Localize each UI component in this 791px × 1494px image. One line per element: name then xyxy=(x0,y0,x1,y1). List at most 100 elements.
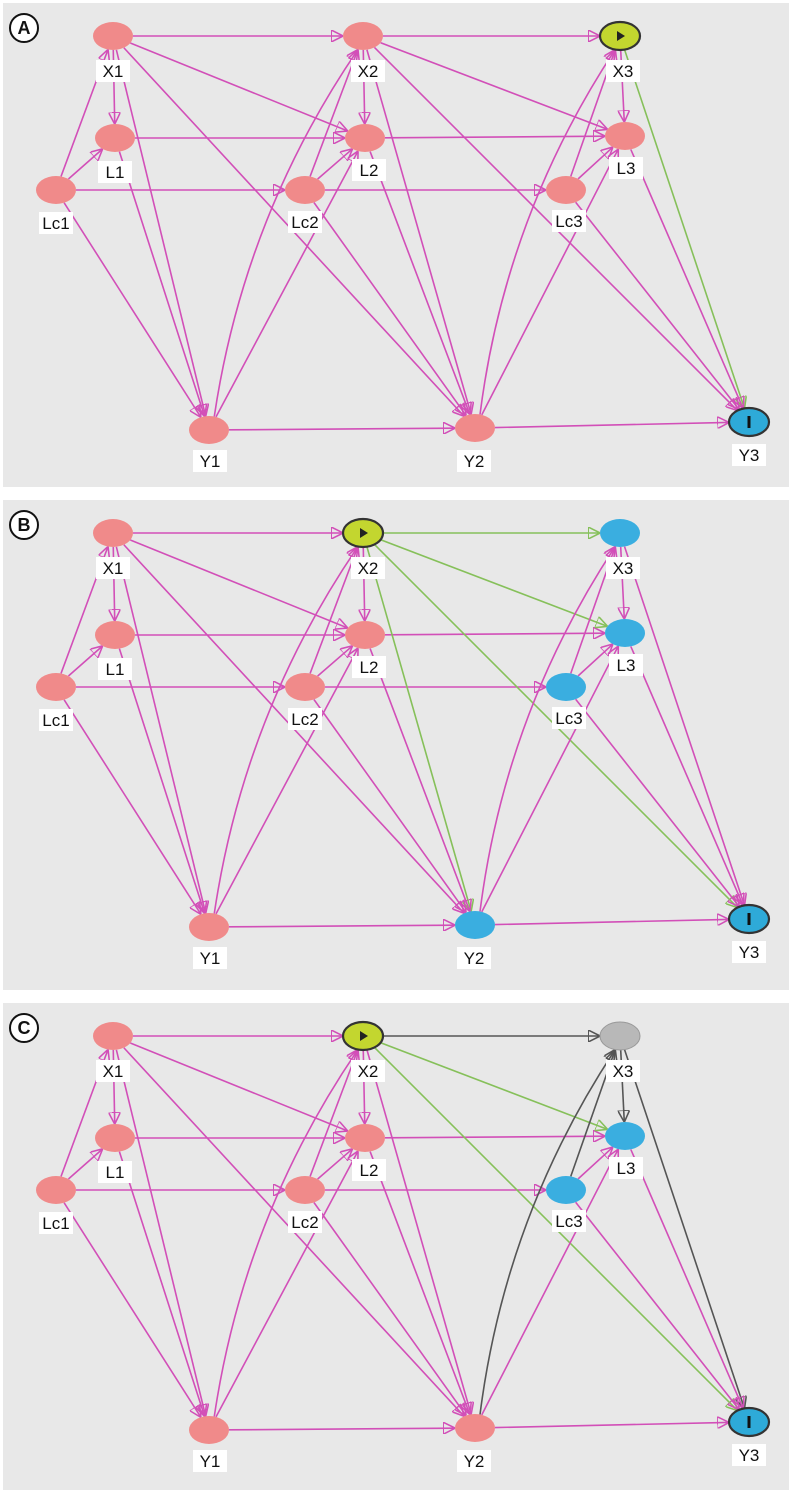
edges xyxy=(60,533,744,927)
node-label-bg xyxy=(457,947,491,969)
edge-y1-to-l2 xyxy=(215,1152,358,1418)
node-label-bg xyxy=(606,60,640,82)
node-x1: X1 xyxy=(93,519,133,579)
node-l1-shape xyxy=(95,621,135,649)
edge-l3-to-y3 xyxy=(630,149,743,407)
node-label-x1: X1 xyxy=(103,559,124,578)
node-label-bg xyxy=(96,1060,130,1082)
edge-lc1-to-y1 xyxy=(63,699,200,914)
edge-lc1-to-l1 xyxy=(67,150,101,180)
node-lc1-shape xyxy=(36,1176,76,1204)
node-y3: Y3 xyxy=(727,406,771,466)
node-label-l3: L3 xyxy=(617,656,636,675)
edge-x1-to-l2 xyxy=(130,1042,346,1131)
edge-l2-to-y2 xyxy=(369,648,469,911)
edge-l2-to-y2 xyxy=(369,151,469,414)
play-icon xyxy=(360,528,368,538)
node-x2: X2 xyxy=(341,517,385,579)
node-lc2-shape xyxy=(285,673,325,701)
bar-icon xyxy=(747,913,751,925)
edge-y2-to-y3 xyxy=(494,1422,728,1427)
edge-lc2-to-y2 xyxy=(313,699,466,912)
node-lc1-shape xyxy=(36,673,76,701)
edge-lc3-to-l3 xyxy=(577,1148,612,1180)
node-lc1: Lc1 xyxy=(36,673,76,731)
play-icon xyxy=(360,1031,368,1041)
edge-l3-to-y3 xyxy=(630,1149,743,1407)
edge-l1-to-y1 xyxy=(118,151,204,416)
node-x3-shape xyxy=(599,1021,641,1051)
node-y2-shape xyxy=(455,911,495,939)
node-label-x2: X2 xyxy=(358,62,379,81)
edge-y2-to-x3 xyxy=(479,1050,615,1415)
node-label-x2: X2 xyxy=(358,559,379,578)
node-label-bg xyxy=(552,210,586,232)
edge-x1-to-l2 xyxy=(130,42,346,131)
node-label-bg xyxy=(609,1157,643,1179)
edge-lc2-to-x2 xyxy=(309,50,357,177)
node-label-y1: Y1 xyxy=(200,452,221,471)
node-label-bg xyxy=(552,707,586,729)
node-label-bg xyxy=(193,1450,227,1472)
node-label-bg xyxy=(352,656,386,678)
node-label-bg xyxy=(552,1210,586,1232)
node-label-bg xyxy=(609,157,643,179)
edge-l2-to-y2 xyxy=(369,1151,469,1414)
panel-letter-c: C xyxy=(9,1013,39,1043)
edge-l1-to-y1 xyxy=(118,1151,204,1416)
node-label-lc3: Lc3 xyxy=(555,212,582,231)
edge-y2-to-l3 xyxy=(481,1150,618,1416)
node-label-l1: L1 xyxy=(106,163,125,182)
edge-y1-to-y2 xyxy=(228,1428,454,1430)
play-icon xyxy=(617,31,625,41)
edge-y1-to-l2 xyxy=(215,649,358,915)
node-y2: Y2 xyxy=(455,911,495,969)
node-l2-shape xyxy=(345,1124,385,1152)
node-y3: Y3 xyxy=(727,1406,771,1466)
node-y1-shape xyxy=(189,913,229,941)
edge-l1-to-y1 xyxy=(118,648,204,913)
node-l3: L3 xyxy=(605,619,645,676)
node-label-l3: L3 xyxy=(617,1159,636,1178)
edge-lc2-to-x2 xyxy=(309,1050,357,1177)
edges xyxy=(60,1036,744,1430)
node-label-bg xyxy=(288,708,322,730)
node-y2: Y2 xyxy=(455,1414,495,1472)
node-label-x3: X3 xyxy=(613,1062,634,1081)
edge-lc3-to-y3 xyxy=(575,698,739,906)
edge-y2-to-l3 xyxy=(481,647,618,913)
edge-l2-to-l3 xyxy=(384,633,604,635)
panel-letter-b: B xyxy=(9,510,39,540)
edge-lc1-to-l1 xyxy=(67,1150,101,1180)
node-lc1: Lc1 xyxy=(36,176,76,234)
edge-y1-to-y2 xyxy=(228,428,454,430)
node-label-x2: X2 xyxy=(358,1062,379,1081)
node-lc3: Lc3 xyxy=(546,673,586,729)
node-label-bg xyxy=(98,161,132,183)
node-label-bg xyxy=(351,60,385,82)
node-label-lc1: Lc1 xyxy=(42,214,69,233)
edge-lc3-to-l3 xyxy=(577,645,612,677)
node-lc3-shape xyxy=(546,673,586,701)
node-x1: X1 xyxy=(93,22,133,82)
edge-x1-to-l2 xyxy=(130,539,346,628)
node-l1: L1 xyxy=(95,621,135,680)
node-label-y3: Y3 xyxy=(739,943,760,962)
edge-x2-to-l3 xyxy=(380,538,607,626)
node-label-bg xyxy=(732,941,766,963)
node-label-y3: Y3 xyxy=(739,446,760,465)
edge-lc2-to-l2 xyxy=(317,647,352,677)
edges xyxy=(60,36,744,430)
node-l2-shape xyxy=(345,124,385,152)
edge-x2-to-l3 xyxy=(380,1041,607,1129)
edge-lc1-to-y1 xyxy=(63,1202,200,1417)
node-x2-shape xyxy=(343,22,383,50)
edge-lc1-to-y1 xyxy=(63,202,200,417)
node-label-bg xyxy=(288,211,322,233)
node-y3: Y3 xyxy=(727,903,771,963)
node-x3-shape xyxy=(600,519,640,547)
